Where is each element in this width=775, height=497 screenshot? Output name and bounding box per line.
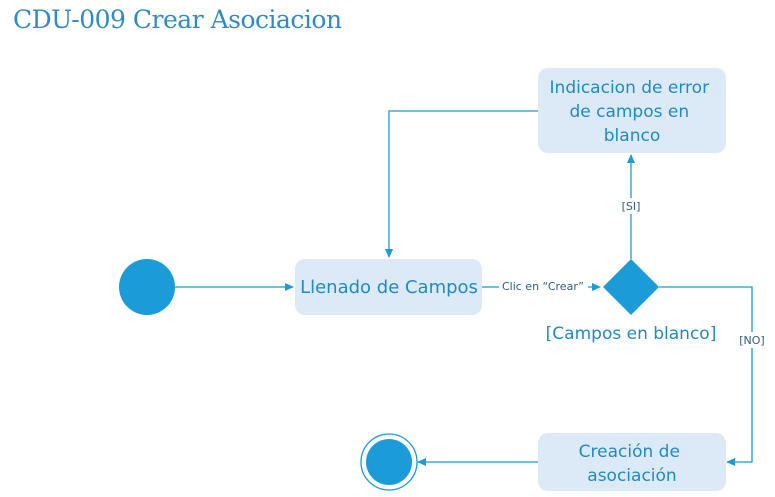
edge-label-click-bg <box>499 278 588 294</box>
edge-decision-to-create <box>659 286 753 466</box>
diagram-title: CDU-009 Crear Asociacion <box>13 5 342 34</box>
error-indication-line-1: Indicacion de error <box>550 78 710 98</box>
create-association-line-1: Creación de <box>579 442 680 462</box>
activity-fill-fields <box>295 259 482 315</box>
edge-label-yes-bg <box>619 198 643 214</box>
error-indication-line-3: blanco <box>604 126 660 146</box>
activity-create-association-label: Creación de asociación <box>579 442 686 486</box>
error-indication-line-2: de campos en <box>569 102 689 122</box>
edge-label-yes: [SI] <box>622 200 641 213</box>
activity-create-association <box>538 433 726 491</box>
activity-fill-fields-label: Llenado de Campos <box>300 277 478 298</box>
activity-error-indication <box>538 68 726 153</box>
edge-label-click-create: Clic en “Crear” <box>502 280 584 293</box>
edge-label-no-bg <box>737 332 767 348</box>
edge-error-to-fill <box>385 110 538 258</box>
initial-node <box>119 259 175 315</box>
create-association-line-2: asociación <box>587 466 676 486</box>
edge-label-no: [NO] <box>739 334 764 347</box>
decision-label: [Campos en blanco] <box>546 324 717 344</box>
final-node <box>366 439 412 485</box>
decision-node <box>603 259 659 315</box>
activity-error-indication-label: Indicacion de error de campos en blanco <box>550 78 715 146</box>
